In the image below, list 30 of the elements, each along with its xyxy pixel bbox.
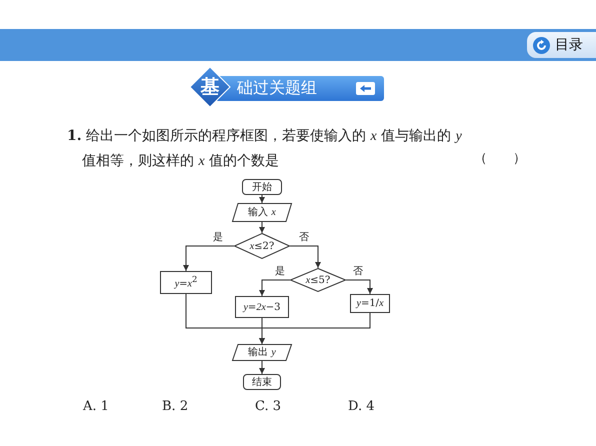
arrow <box>259 222 265 234</box>
arrow <box>259 280 290 296</box>
edge-label: 是 <box>212 232 224 244</box>
answer-option: C. 3 <box>255 399 282 414</box>
decision-diamond: x≤5? <box>290 268 346 292</box>
start-end-terminal: 开始 <box>242 179 282 195</box>
arrow <box>346 280 373 294</box>
question-text: 1. 给出一个如图所示的程序框图，若要使输入的 x 值与输出的 y 值相等，则这样的 x 值的个数是 <box>67 127 463 171</box>
answer-option: B. 2 <box>162 399 188 414</box>
edge-label: 否 <box>298 232 310 244</box>
process-box: y=2x−3 <box>235 296 289 318</box>
input-output-parallelogram: 输出 y <box>232 344 292 361</box>
banner-title: 础过关题组 <box>237 78 317 99</box>
arrow <box>259 194 265 204</box>
edge-label: 是 <box>274 266 286 278</box>
answer-option: D. 4 <box>348 399 374 414</box>
arrow <box>259 360 265 374</box>
process-box: y=1/x <box>350 294 390 313</box>
answer-option: A. 1 <box>83 399 109 414</box>
edge-label: 否 <box>352 266 364 278</box>
start-end-terminal: 结束 <box>243 374 281 390</box>
input-output-parallelogram: 输入 x <box>232 203 292 222</box>
arrow <box>259 312 370 344</box>
arrow <box>183 246 234 272</box>
decision-diamond: x≤2? <box>234 233 290 259</box>
diamond-tag: 基 <box>189 66 231 108</box>
process-box: y=x$^{2}$ <box>160 271 212 294</box>
arrow <box>290 246 321 268</box>
answer-bracket: （ ） <box>474 150 526 167</box>
contents-button: 目录 <box>527 32 596 58</box>
